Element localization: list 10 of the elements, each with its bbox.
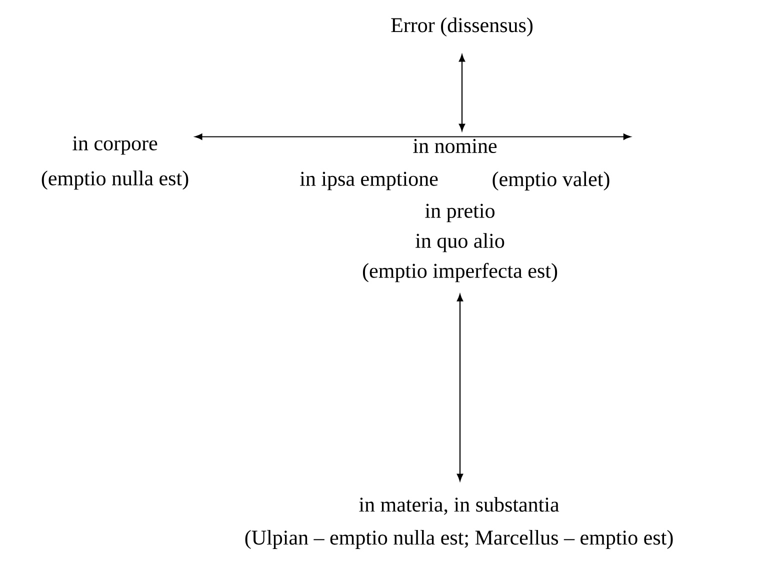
arrow: [458, 54, 466, 132]
text-label: in corpore (emptio nulla est): [42, 136, 188, 190]
text-label: in pretio in quo alio (emptio imperfecta est): [362, 204, 558, 282]
text-label: in nomine: [413, 138, 497, 154]
text-label: in materia, in substantia (Ulpian – emptio nulla est; Marcellus – emptio est): [245, 496, 673, 549]
text-label: (emptio valet): [492, 171, 610, 191]
arrow: [194, 134, 631, 140]
text-label: in ipsa emptione: [300, 172, 438, 190]
text-label: Error (dissensus): [391, 17, 533, 37]
arrow: [456, 294, 464, 482]
